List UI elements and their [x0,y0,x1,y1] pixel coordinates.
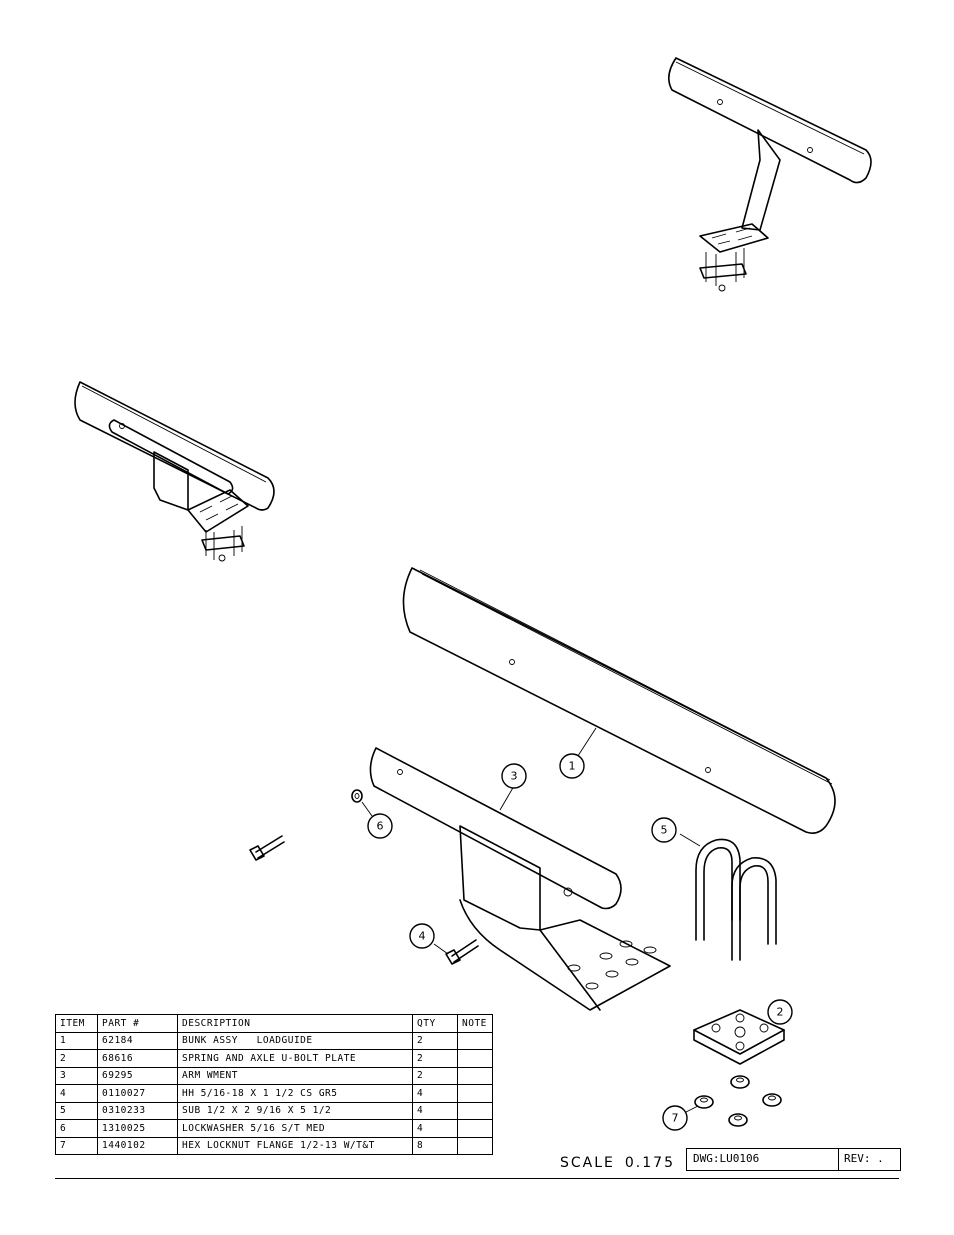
table-row: 3 69295 ARM WMENT 2 [55,1066,493,1085]
bom-part: 68616 [97,1049,178,1068]
svg-text:6: 6 [377,820,384,833]
footer-rule [55,1178,899,1179]
bom-description: LOCKWASHER 5/16 S/T MED [177,1119,413,1138]
bom-header-part: PART # [97,1014,178,1033]
bom-item: 4 [55,1084,98,1103]
title-block: DWG:LU0106 REV: . [686,1148,901,1171]
table-row: 4 0110027 HH 5/16-18 X 1 1/2 CS GR5 4 [55,1084,493,1103]
bom-qty: 2 [412,1031,458,1050]
bom-qty: 2 [412,1049,458,1068]
table-row: 2 68616 SPRING AND AXLE U-BOLT PLATE 2 [55,1049,493,1068]
svg-text:4: 4 [419,930,426,943]
bom-note [457,1066,493,1085]
u-bolt-plate-part-2 [693,1009,785,1065]
bom-part: 1440102 [97,1136,178,1155]
scale-text: SCALE [560,1155,615,1171]
bom-description: BUNK ASSY LOADGUIDE [177,1031,413,1050]
bill-of-materials-table: ITEM PART # DESCRIPTION QTY NOTE 1 62184… [55,1014,493,1155]
bom-description: HH 5/16-18 X 1 1/2 CS GR5 [177,1084,413,1103]
table-row: 7 1440102 HEX LOCKNUT FLANGE 1/2-13 W/T&… [55,1136,493,1155]
svg-text:2: 2 [777,1006,784,1019]
bom-part: 0110027 [97,1084,178,1103]
arm-weldment-part-3 [369,747,671,1011]
bom-note [457,1101,493,1120]
callout-6: 6 [367,813,393,839]
bom-qty: 4 [412,1101,458,1120]
assembled-view-top-right [668,57,872,292]
bom-description: ARM WMENT [177,1066,413,1085]
callout-3: 3 [501,763,527,789]
revision: REV: . [844,1152,884,1165]
bom-note [457,1136,493,1155]
bom-header-note: NOTE [457,1014,493,1033]
bom-qty: 4 [412,1119,458,1138]
bom-description: SUB 1/2 X 2 9/16 X 5 1/2 [177,1101,413,1120]
bom-item: 2 [55,1049,98,1068]
svg-text:7: 7 [672,1112,679,1125]
bom-part: 1310025 [97,1119,178,1138]
scale-label: SCALE 0.175 [560,1155,675,1171]
bom-header-item: ITEM [55,1014,98,1033]
bom-part: 69295 [97,1066,178,1085]
bom-note [457,1049,493,1068]
table-row: 1 62184 BUNK ASSY LOADGUIDE 2 [55,1031,493,1050]
callout-5: 5 [651,817,677,843]
bom-description: SPRING AND AXLE U-BOLT PLATE [177,1049,413,1068]
bom-part: 0310233 [97,1101,178,1120]
bom-note [457,1119,493,1138]
bom-note [457,1031,493,1050]
bolts-part-4 [249,835,479,965]
bunk-assembly-part-1 [402,567,836,834]
hex-locknuts-part-7 [685,1075,782,1127]
lockwasher-part-6 [351,789,373,817]
table-row: 5 0310233 SUB 1/2 X 2 9/16 X 5 1/2 4 [55,1101,493,1120]
scale-value: 0.175 [624,1155,675,1171]
drawing-number: DWG:LU0106 [687,1149,839,1170]
bom-item: 7 [55,1136,98,1155]
bom-part: 62184 [97,1031,178,1050]
bom-item: 3 [55,1066,98,1085]
svg-text:5: 5 [661,824,668,837]
bom-qty: 8 [412,1136,458,1155]
assembled-view-left [74,381,275,562]
bom-item: 5 [55,1101,98,1120]
callout-4: 4 [409,923,435,949]
bom-header-row: ITEM PART # DESCRIPTION QTY NOTE [55,1014,493,1033]
bom-qty: 2 [412,1066,458,1085]
bom-qty: 4 [412,1084,458,1103]
callout-1: 1 [559,753,585,779]
svg-text:1: 1 [569,760,576,773]
callout-2: 2 [767,999,793,1025]
bom-item: 6 [55,1119,98,1138]
table-row: 6 1310025 LOCKWASHER 5/16 S/T MED 4 [55,1119,493,1138]
bom-header-qty: QTY [412,1014,458,1033]
bom-description: HEX LOCKNUT FLANGE 1/2-13 W/T&T [177,1136,413,1155]
bom-header-description: DESCRIPTION [177,1014,413,1033]
svg-text:3: 3 [511,770,518,783]
bom-item: 1 [55,1031,98,1050]
callout-7: 7 [662,1105,688,1131]
bom-note [457,1084,493,1103]
u-bolt-part-5 [679,833,777,961]
